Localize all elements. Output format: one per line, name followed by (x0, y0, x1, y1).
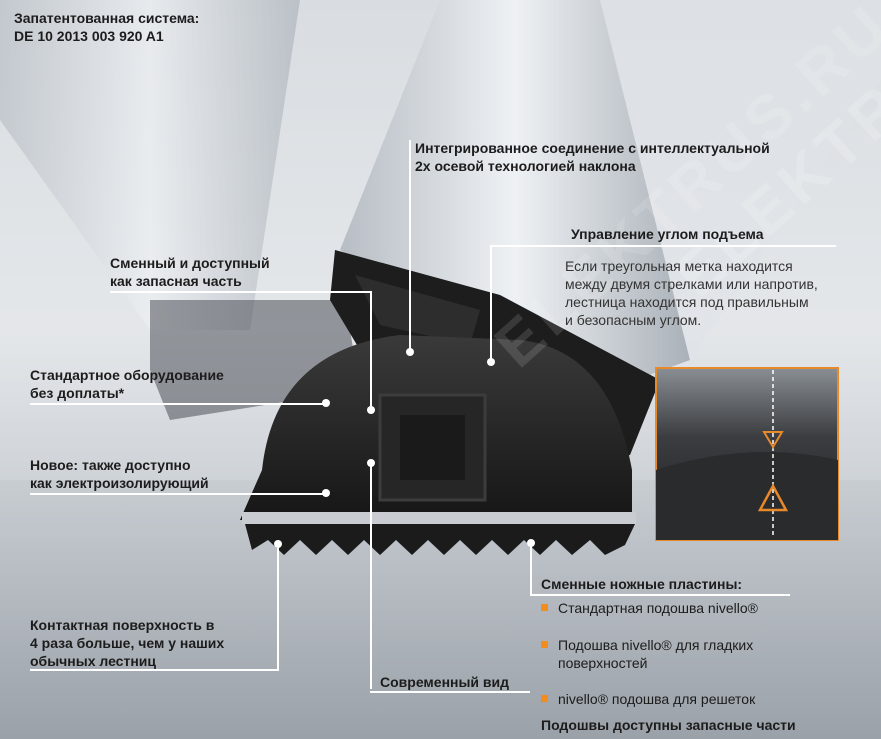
leader-dot (487, 358, 495, 366)
leader-line (409, 140, 411, 350)
leader-line (530, 594, 790, 596)
callout-contact-line2: 4 раза больше, чем у наших (30, 635, 225, 651)
zoom-inset-arc (656, 452, 838, 540)
callout-standard-line2: без доплаты* (30, 385, 125, 401)
callout-replaceable-line2: как запасная часть (110, 273, 242, 289)
patent-title: Запатентованная система: (14, 10, 200, 26)
triangle-marker-icon (757, 483, 789, 512)
sole-band (242, 512, 636, 524)
angle-control-title: Управление углом подъема (571, 226, 764, 242)
leader-dot (367, 459, 375, 467)
callout-standard-line1: Стандартное оборудование (30, 367, 224, 383)
housing-window (355, 275, 480, 345)
leader-line (110, 291, 372, 293)
angle-control-desc-3: лестница находится под правильным (565, 294, 809, 310)
leader-line (370, 291, 372, 409)
leader-line (30, 493, 326, 495)
foot-plate-inner (400, 415, 465, 480)
callout-contact-line1: Контактная поверхность в (30, 617, 215, 633)
leader-dot (367, 406, 375, 414)
leader-dot (274, 540, 282, 548)
callout-new-line1: Новое: также доступно (30, 457, 191, 473)
arrow-marker-icon (762, 431, 784, 449)
leader-line (492, 245, 836, 247)
foot-plate (378, 393, 487, 502)
leader-dot (406, 348, 414, 356)
leader-dot (322, 399, 330, 407)
callout-contact-line3: обычных лестниц (30, 653, 156, 669)
foot-plate-item-standard: Стандартная подошва nivello® (541, 599, 758, 617)
leader-dot (527, 539, 535, 547)
callout-new-line2: как электроизолирующий (30, 475, 209, 491)
sole-teeth (245, 524, 635, 555)
callout-integrated-line2: 2х осевой технологией наклона (415, 158, 636, 174)
callout-integrated-line1: Интегрированное соединение с интеллектуа… (415, 140, 770, 156)
angle-control-desc-4: и безопасным углом. (565, 312, 702, 328)
patent-number: DE 10 2013 003 920 A1 (14, 28, 164, 44)
foot-plate-item-grating: nivello® подошва для решеток (541, 690, 755, 708)
rail-light (600, 0, 881, 360)
leader-line (30, 403, 326, 405)
leader-line (530, 545, 532, 595)
bullet-square-icon (541, 603, 548, 611)
leader-line (370, 691, 530, 693)
leader-line (277, 546, 279, 671)
bullet-square-icon (541, 640, 548, 648)
leader-line (30, 669, 279, 671)
rear-ladder-rail (0, 0, 300, 330)
angle-control-desc-2: между двумя стрелками или напротив, (565, 276, 818, 292)
foot-plates-title: Сменные ножные пластины: (541, 576, 743, 592)
bullet-square-icon (541, 694, 548, 702)
callout-replaceable-line1: Сменный и доступный (110, 255, 270, 271)
leader-line (370, 465, 372, 689)
modern-look-label: Современный вид (380, 674, 510, 690)
leader-line (490, 245, 492, 360)
spare-parts-note: Подошвы доступны запасные части (541, 717, 796, 733)
leader-dot (322, 489, 330, 497)
angle-control-desc-1: Если треугольная метка находится (565, 258, 793, 274)
